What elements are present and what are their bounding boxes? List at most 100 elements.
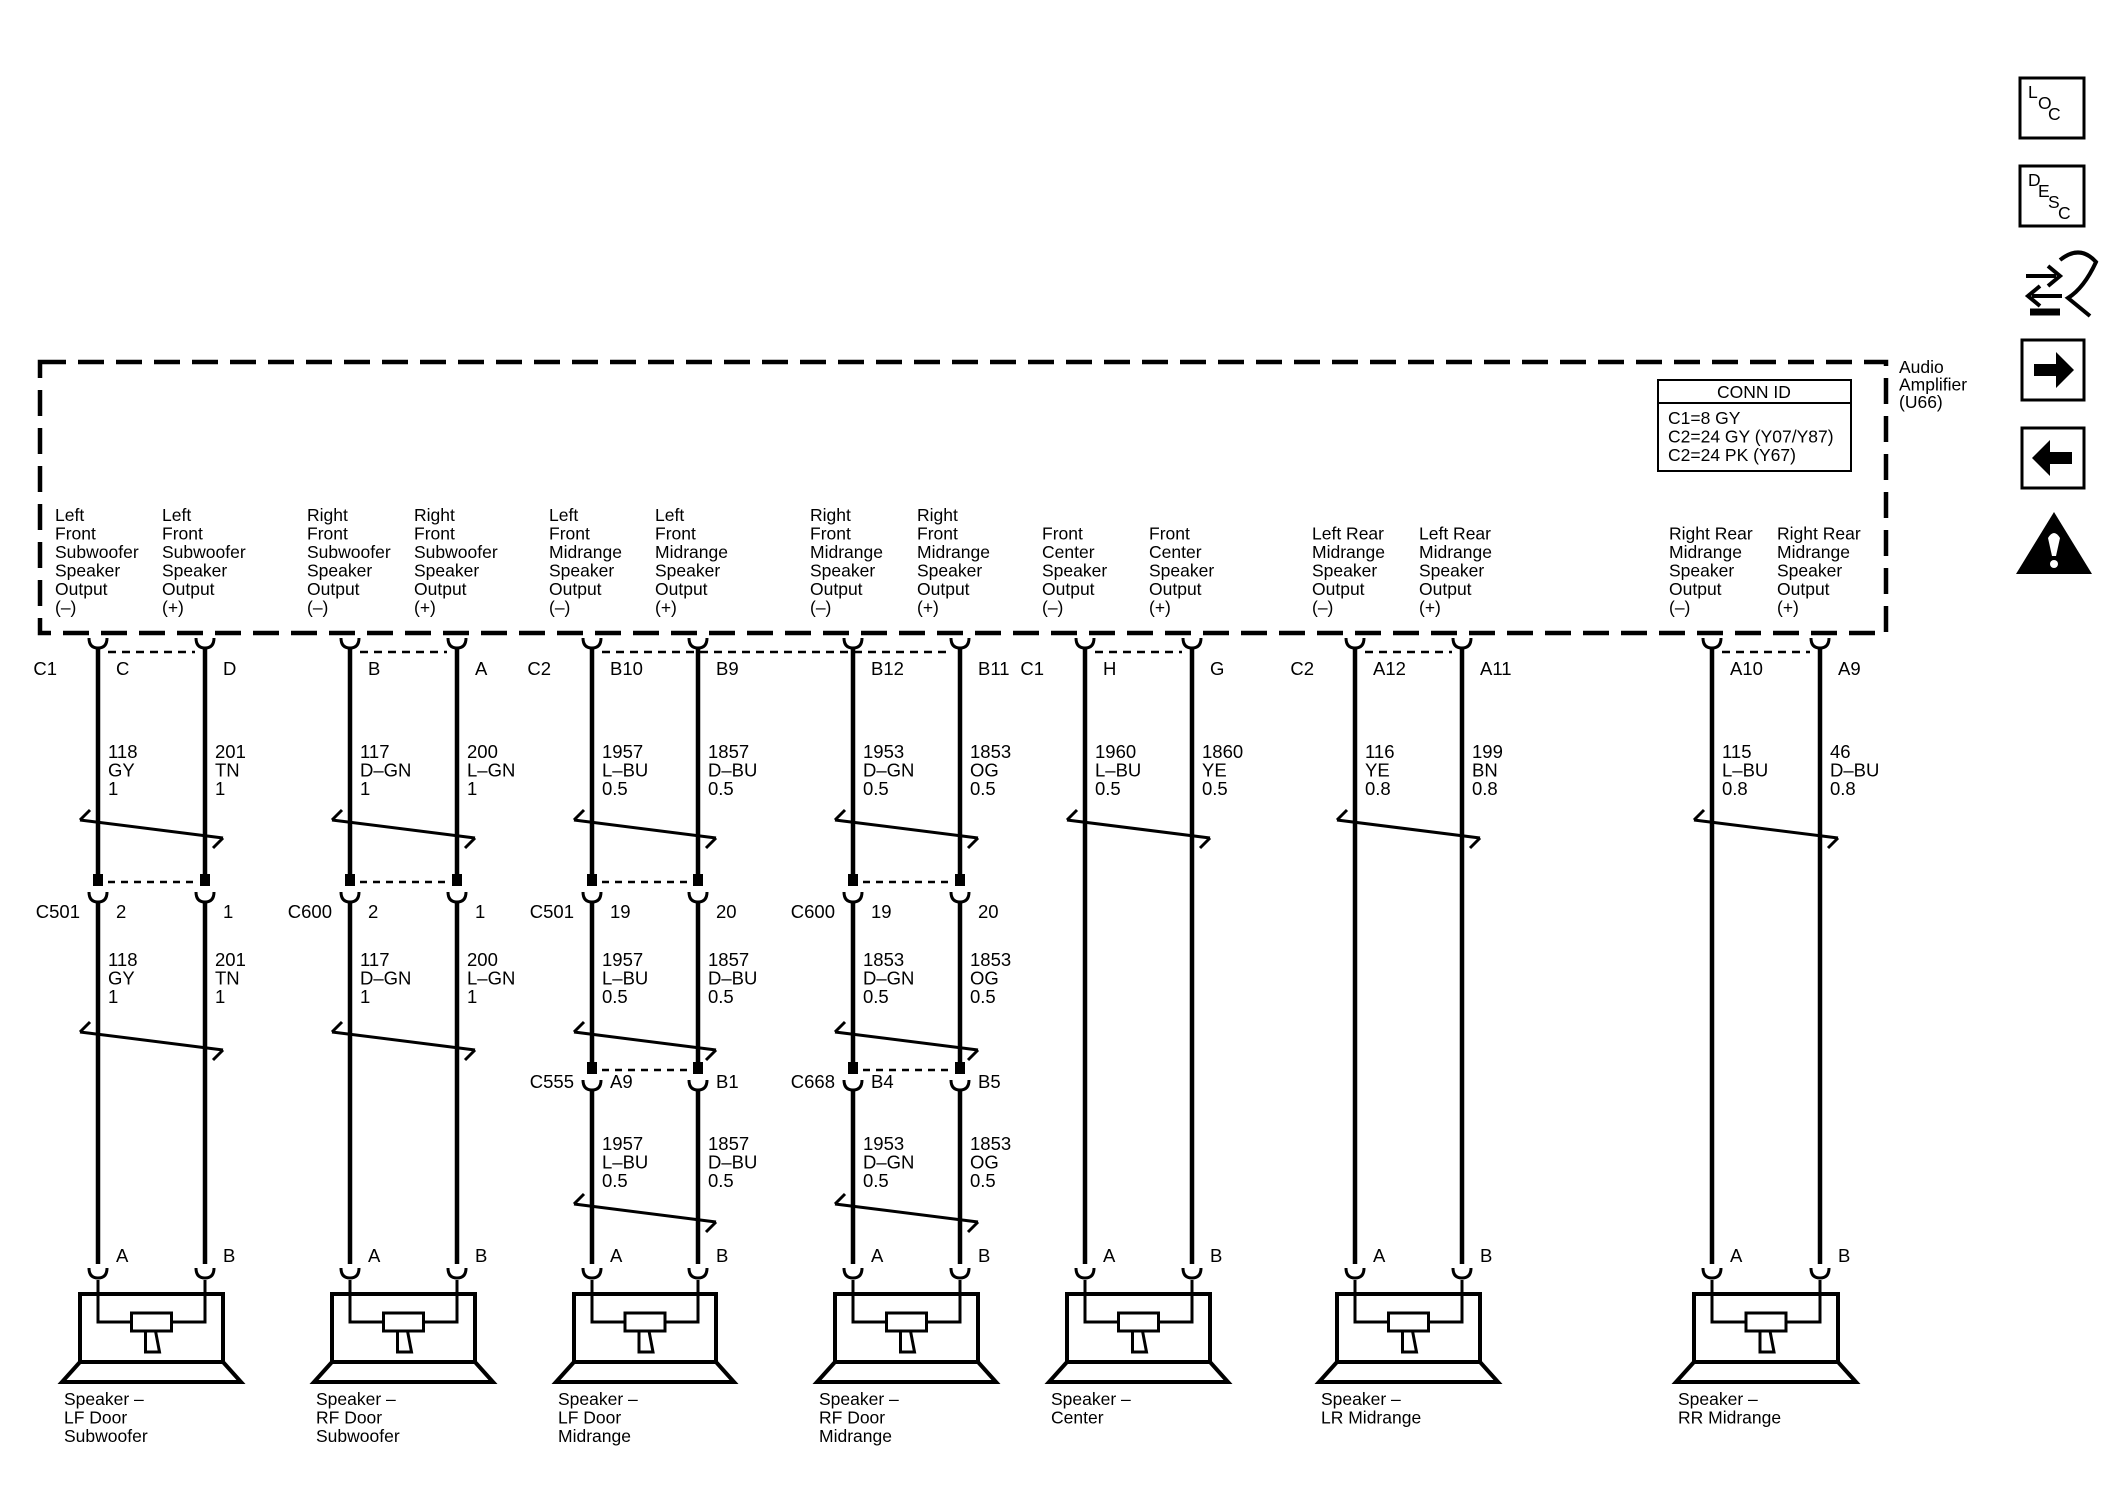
voice-coil [130,1311,173,1333]
terminal-cup [446,637,468,650]
terminal-label: Subwoofer [55,542,139,562]
terminal-label: Speaker [655,561,720,581]
terminal-cup [581,891,603,904]
speaker-name: Speaker – [316,1389,396,1409]
speaker-terminal [1701,1267,1723,1280]
wire-label: D–BU [708,1152,757,1173]
terminal-label: Speaker [1312,561,1377,581]
terminal-label: Midrange [655,542,728,562]
wire-label: 201 [215,949,246,970]
pin-label: 19 [871,901,892,922]
pin-label: A [871,1245,884,1266]
pin-label: B [716,1245,728,1266]
terminal-label: Output [655,579,708,599]
speaker-lead [1710,1280,1746,1324]
twisted-pair-mark [1066,818,1211,840]
wire-label: D–BU [708,760,757,781]
terminal-label: (+) [1419,598,1441,618]
wire-label: 0.5 [863,986,889,1007]
wire-label: 118 [108,949,138,970]
terminal-label: (+) [1777,598,1799,618]
speaker-magnet [396,1330,414,1354]
speaker-lead [1158,1280,1194,1324]
wire-label: 200 [467,949,498,970]
terminal-label: (–) [1312,598,1333,618]
speaker-terminal [87,1267,109,1280]
terminal-cup [1344,637,1366,650]
terminal-label: (–) [307,598,328,618]
wire-label: OG [970,760,999,781]
pin-label: 20 [978,901,999,922]
speaker-terminal [194,1267,216,1280]
terminal-label: Output [307,579,360,599]
inline-terminal [581,891,603,904]
terminal-cup [194,891,216,904]
terminal-label: Speaker [1669,561,1734,581]
speaker-name: Speaker – [1321,1389,1401,1409]
terminal-label: (+) [162,598,184,618]
terminal-cup [581,1079,603,1092]
pin-label: B12 [871,658,904,679]
terminal-cup [339,891,361,904]
speaker-name: LF Door [64,1408,127,1428]
wire-label: 1960 [1095,741,1136,762]
terminal-cup [687,1267,709,1280]
terminal-label: Output [55,579,108,599]
terminal-label: Front [307,524,348,544]
pin-label: 2 [116,901,126,922]
terminal-cup [446,1267,468,1280]
wire-label: 1 [360,986,370,1007]
terminal-cup [949,637,971,650]
terminal-cup [842,1079,864,1092]
icon-glyph [2048,533,2060,556]
pin-label: 2 [368,901,378,922]
pin-label: B5 [978,1071,1001,1092]
inline-terminal [842,1079,864,1092]
speaker-housing [833,1292,980,1364]
wire-label: 1860 [1202,741,1243,762]
icon-glyph [2032,440,2072,476]
twisted-pair-mark [1065,808,1079,822]
male-terminal [93,874,103,886]
amp-terminal [1809,637,1831,650]
terminal-label: (+) [1149,598,1171,618]
schematic-icon [2024,250,2099,318]
amp-terminal [1181,637,1203,650]
terminal-cup [87,891,109,904]
wire-label: 118 [108,741,138,762]
pin-label: 1 [475,901,485,922]
pin-label: B [475,1245,487,1266]
terminal-label: Speaker [549,561,614,581]
terminal-cup [87,637,109,650]
wire-label: L–BU [602,1152,648,1173]
speaker-lead [851,1280,887,1324]
speaker-lead [1428,1280,1464,1324]
speaker-magnet [1131,1330,1149,1354]
wire-label: 1853 [863,949,904,970]
wire-label: 1853 [970,741,1011,762]
pin-label: A [1373,1245,1386,1266]
icon-stroke [2058,250,2099,318]
terminal-label: Front [810,524,851,544]
terminal-label: Subwoofer [414,542,498,562]
speaker-cone [551,1360,739,1384]
speaker-cone [309,1360,498,1384]
wire-label: 1 [467,778,477,799]
terminal-label: (+) [414,598,436,618]
terminal-label: (+) [655,598,677,618]
terminal-label: Front [655,524,696,544]
wire-label: 1857 [708,949,749,970]
wire-label: 117 [360,949,390,970]
terminal-label: Front [549,524,590,544]
speaker-name: Midrange [819,1426,892,1446]
wire-label: YE [1365,760,1390,781]
wire-label: GY [108,968,135,989]
speaker-magnet [899,1330,917,1354]
terminal-cup [949,891,971,904]
terminal-cup [842,637,864,650]
